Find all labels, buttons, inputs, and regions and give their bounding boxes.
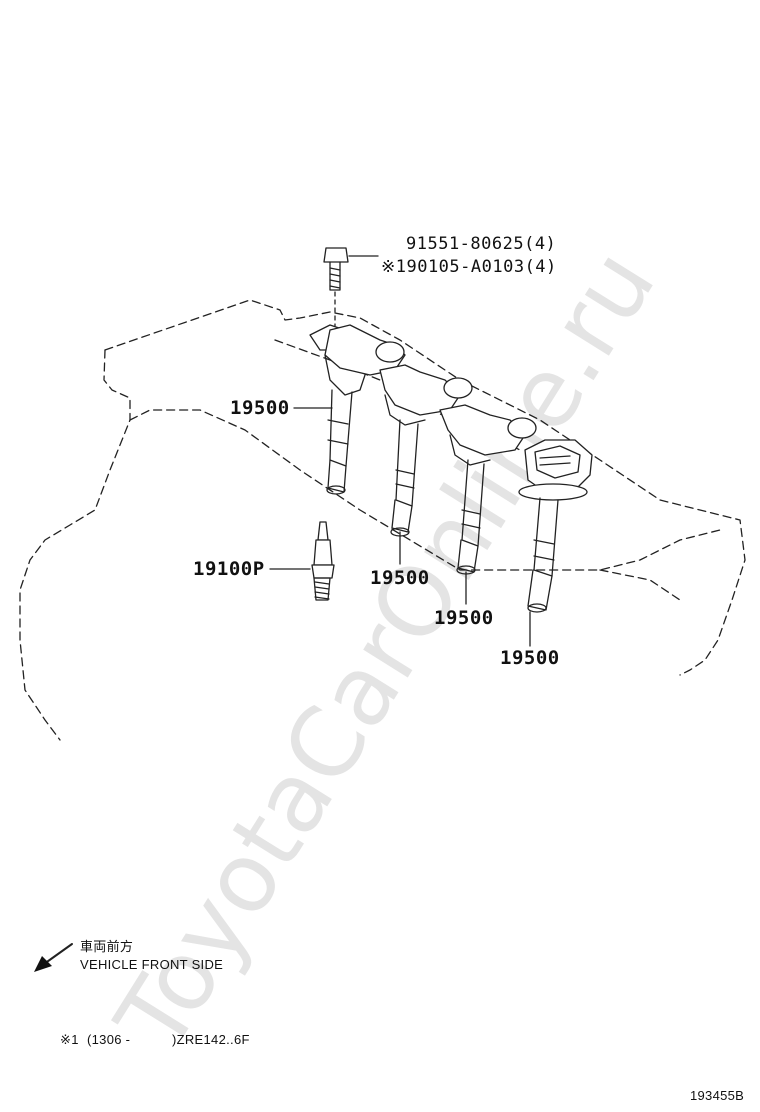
engine-outline bbox=[104, 299, 746, 676]
bolt bbox=[323, 247, 349, 291]
spark-plug bbox=[311, 521, 335, 601]
footnote-range: (1306 - bbox=[87, 1032, 131, 1047]
coil-4 bbox=[518, 439, 593, 613]
coil-3 bbox=[439, 404, 537, 575]
front-arrow bbox=[43, 943, 73, 965]
spark-plug-label: 19100P bbox=[193, 558, 265, 580]
coil-1-label: 19500 bbox=[230, 397, 290, 419]
coil-3-label: 19500 bbox=[434, 607, 494, 629]
front-arrow-head bbox=[34, 956, 52, 972]
engine-lower-edge bbox=[129, 409, 721, 571]
footnote-model: )ZRE142..6F bbox=[172, 1032, 250, 1047]
front-direction-en: VEHICLE FRONT SIDE bbox=[80, 957, 224, 972]
bolt-alt-part-number: ※190105-A0103(4) bbox=[381, 257, 557, 277]
bolt-part-number: 91551-80625(4) bbox=[406, 234, 557, 254]
illustration-id: 193455B bbox=[690, 1088, 745, 1103]
coil-1 bbox=[309, 324, 406, 495]
front-direction-jp: 車両前方 bbox=[80, 939, 134, 954]
coil-2-label: 19500 bbox=[370, 567, 430, 589]
coil-2 bbox=[379, 364, 473, 537]
engine-left-edge bbox=[19, 349, 131, 741]
footnote-marker: ※1 bbox=[60, 1032, 79, 1047]
coil-4-label: 19500 bbox=[500, 647, 560, 669]
